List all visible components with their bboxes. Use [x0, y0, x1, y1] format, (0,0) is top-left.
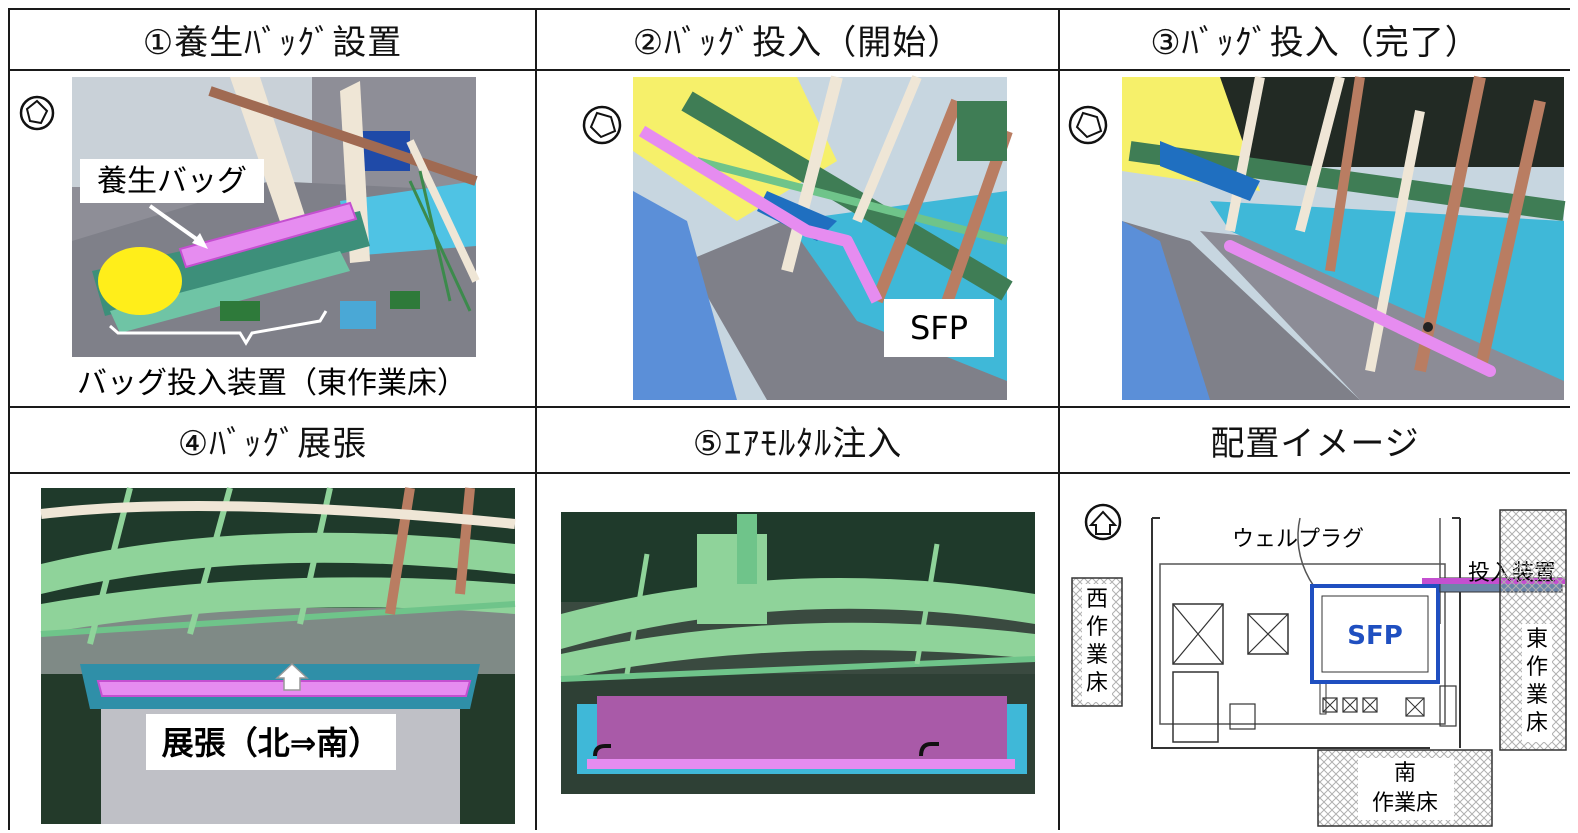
east-floor-char: 東	[1526, 627, 1548, 652]
compass-icon	[1068, 105, 1108, 145]
west-floor-char: 作	[1086, 615, 1108, 640]
header-step4: ④ﾊﾞｯｸﾞ展張	[177, 423, 368, 464]
device-bracket	[109, 310, 328, 346]
compass-icon	[582, 105, 622, 145]
render-step4	[40, 487, 516, 824]
render-step5	[560, 512, 1036, 794]
south-floor-label: 作業床	[1372, 791, 1438, 816]
panel-layout: ウェルプラグ SFP 投入装置 西 作 業 床 東 作 業	[1060, 474, 1570, 830]
grid-line-top	[8, 8, 1570, 10]
header-step5: ⑤ｴｱﾓﾙﾀﾙ注入	[692, 423, 903, 464]
bag-label: 養生バッグ	[97, 164, 247, 199]
panel-step4: 展張（北⇒南）	[10, 474, 535, 830]
south-floor-char: 南	[1394, 761, 1416, 786]
deploy-label-box	[146, 714, 396, 770]
header-step2: ②ﾊﾞｯｸﾞ投入（開始）	[632, 23, 963, 63]
sfp-map-label: SFP	[1347, 621, 1403, 651]
header-step1: ①養生ﾊﾞｯｸﾞ設置	[142, 23, 403, 63]
west-floor-char: 業	[1086, 643, 1108, 668]
west-floor-char: 西	[1086, 587, 1108, 612]
grid-line-h2	[8, 406, 1570, 408]
render-step1	[72, 77, 480, 357]
east-floor-char: 業	[1526, 683, 1548, 708]
panel-step5	[537, 474, 1058, 830]
sfp-box	[1310, 584, 1440, 684]
panel-step1: 養生バッグ バッグ投入装置（東作業床）	[10, 71, 535, 406]
device-label: バッグ投入装置（東作業床）	[77, 366, 467, 401]
east-floor	[1499, 509, 1567, 751]
south-floor	[1317, 749, 1493, 827]
grid-line-v1	[535, 8, 537, 830]
sfp-label: SFP	[910, 309, 968, 347]
east-floor-char: 床	[1526, 711, 1548, 736]
grid-line-h3	[8, 472, 1570, 474]
deploy-label: 展張（北⇒南）	[162, 724, 381, 762]
grid-line-left	[8, 8, 10, 830]
east-floor-char: 作	[1526, 655, 1548, 680]
bag-arrow	[148, 204, 208, 249]
west-floor-char: 床	[1086, 671, 1108, 696]
grid-line-h1	[8, 69, 1570, 71]
sfp-label-box	[884, 299, 994, 357]
header-layout: 配置イメージ	[1210, 423, 1420, 464]
panel-step2: SFP	[537, 71, 1058, 406]
bag-label-box	[80, 159, 264, 203]
floor-plan	[1151, 517, 1461, 749]
compass-icon	[19, 95, 55, 131]
panel-step3	[1060, 71, 1570, 406]
render-step2	[633, 75, 1013, 400]
west-floor	[1071, 577, 1123, 707]
render-step3	[1122, 75, 1566, 400]
header-step3: ③ﾊﾞｯｸﾞ投入（完了）	[1150, 23, 1480, 63]
grid-line-v2	[1058, 8, 1060, 830]
well-plug-label: ウェルプラグ	[1232, 527, 1364, 552]
north-arrow-icon	[1084, 503, 1122, 541]
figure-grid: ①養生ﾊﾞｯｸﾞ設置 ②ﾊﾞｯｸﾞ投入（開始） ③ﾊﾞｯｸﾞ投入（完了） ④ﾊﾞ…	[8, 8, 1570, 830]
